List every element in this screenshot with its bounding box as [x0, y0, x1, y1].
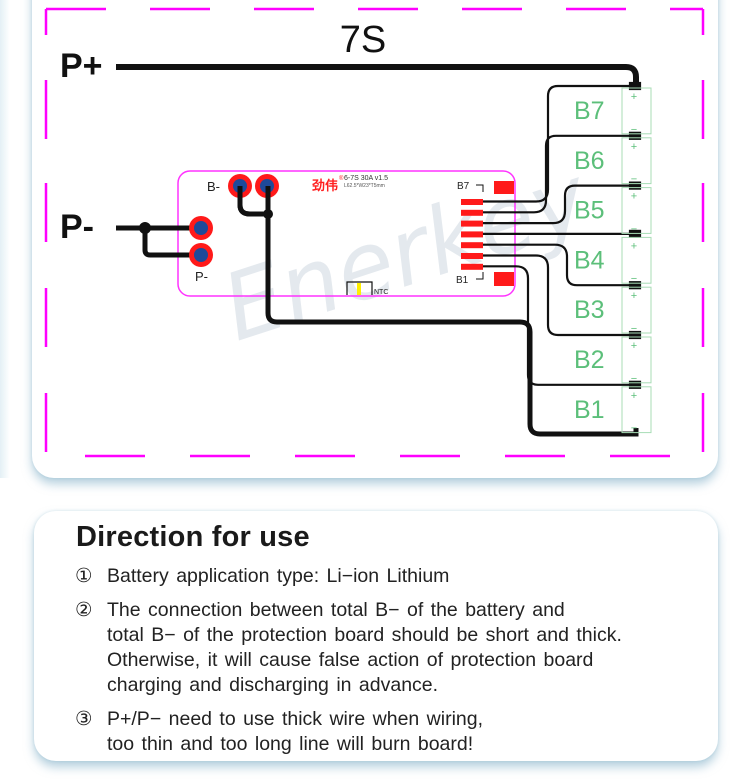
balance-pad [461, 220, 483, 227]
usage-item-number: ② [75, 599, 93, 621]
p-minus-pads [189, 216, 213, 267]
usage-item: ② The connection between total B− of the… [75, 598, 725, 698]
balance-wires [483, 81, 642, 389]
cell-label: B1 [574, 396, 605, 424]
balance-pad [461, 242, 483, 249]
cell-plus-icon: + [631, 191, 637, 203]
wire-terminal [628, 131, 642, 140]
cell-plus-icon: + [631, 91, 637, 103]
cell-plus-icon: + [631, 141, 637, 153]
dashed-frame [44, 7, 705, 458]
p-plus-wire [116, 64, 639, 86]
ntc-label: NTC [374, 289, 388, 296]
balance-wire [483, 134, 636, 214]
balance-pad [461, 209, 483, 216]
cell-outline [621, 236, 652, 284]
battery-cell: B1 + − [574, 386, 652, 435]
balance-pad [461, 231, 483, 238]
cell-outline [621, 286, 652, 334]
wire-terminal [628, 380, 642, 389]
b7-pin-label: B7 [457, 181, 470, 192]
balance-wire [483, 265, 636, 386]
usage-item-number: ③ [75, 708, 93, 730]
battery-cell: B6 + − [574, 137, 652, 186]
balance-pad [461, 199, 483, 205]
cell-outline [621, 386, 652, 434]
ntc-connector [346, 281, 373, 295]
cell-outline [621, 336, 652, 384]
usage-list: ① Battery application type: Li−ion Lithi… [75, 564, 725, 766]
cell-plus-icon: + [631, 390, 637, 402]
usage-item-text: The connection between total B− of the b… [107, 599, 622, 696]
cell-minus-icon: − [631, 373, 637, 385]
p-minus-terminal-label: P- [60, 208, 94, 246]
wire-terminal [628, 281, 642, 290]
wire-terminal [628, 81, 642, 91]
cell-outline [621, 137, 652, 185]
usage-card [34, 511, 718, 761]
balance-pad [461, 253, 483, 259]
battery-cells: B7 + − B6 + − B5 + − B4 + − B3 + − B2 + − B1 + − [574, 87, 652, 435]
board-dimensions: L62.5*W23*T5mm [344, 183, 385, 189]
battery-cell: B2 + − [574, 336, 652, 385]
balance-pad [461, 263, 483, 270]
cell-label: B7 [574, 97, 605, 125]
battery-cell: B3 + − [574, 286, 652, 335]
balance-connector-pads [461, 199, 483, 270]
usage-item-text: Battery application type: Li−ion Lithium [107, 565, 450, 587]
diagram-title: 7S [340, 19, 386, 61]
cell-minus-icon: − [631, 174, 637, 186]
usage-item-text: P+/P− need to use thick wire when wiring… [107, 708, 484, 755]
b-minus-pads [228, 174, 279, 198]
registered-mark: ® [339, 175, 344, 182]
cell-minus-icon: − [631, 323, 637, 335]
p-minus-junction [139, 222, 151, 234]
balance-wire [483, 84, 636, 203]
cell-minus-icon: − [631, 423, 637, 435]
cell-minus-icon: − [631, 223, 637, 235]
battery-cell: B7 + − [574, 87, 652, 136]
b1-pin-label: B1 [456, 275, 469, 286]
cell-plus-icon: + [631, 290, 637, 302]
board-brand: 劲伟 [312, 178, 338, 194]
p-plus-terminal-label: P+ [60, 47, 103, 85]
p-minus-wire [116, 225, 200, 258]
cell-label: B3 [574, 296, 605, 324]
wiring-diagram: Enerkey 7S P+ P- B- P- 劲伟 ® 6-7S 30A v1.… [44, 7, 705, 458]
wire-terminal [628, 330, 642, 340]
cell-plus-icon: + [631, 340, 637, 352]
cell-label: B6 [574, 147, 605, 175]
usage-item-number: ① [75, 565, 93, 587]
balance-wire [483, 184, 636, 225]
usage-title: Direction for use [76, 521, 310, 553]
battery-cell: B4 + − [574, 236, 652, 285]
b-minus-pad-label: B- [207, 179, 220, 194]
cell-plus-icon: + [631, 240, 637, 252]
board-model: 6-7S 30A v1.5 [344, 175, 388, 182]
cell-label: B5 [574, 197, 605, 225]
usage-item: ① Battery application type: Li−ion Lithi… [75, 564, 725, 589]
cell-label: B4 [574, 246, 605, 274]
cell-outline [621, 187, 652, 234]
cell-outline [621, 87, 652, 135]
cell-minus-icon: − [631, 273, 637, 285]
balance-wire [483, 243, 636, 287]
wire-terminal [628, 181, 642, 190]
p-minus-pad-label: P- [195, 269, 208, 284]
usage-item: ③ P+/P− need to use thick wire when wiri… [75, 707, 725, 757]
cell-label: B2 [574, 346, 605, 374]
cell-minus-icon: − [631, 124, 637, 136]
balance-wire [483, 254, 636, 337]
battery-cell: B5 + − [574, 187, 652, 235]
